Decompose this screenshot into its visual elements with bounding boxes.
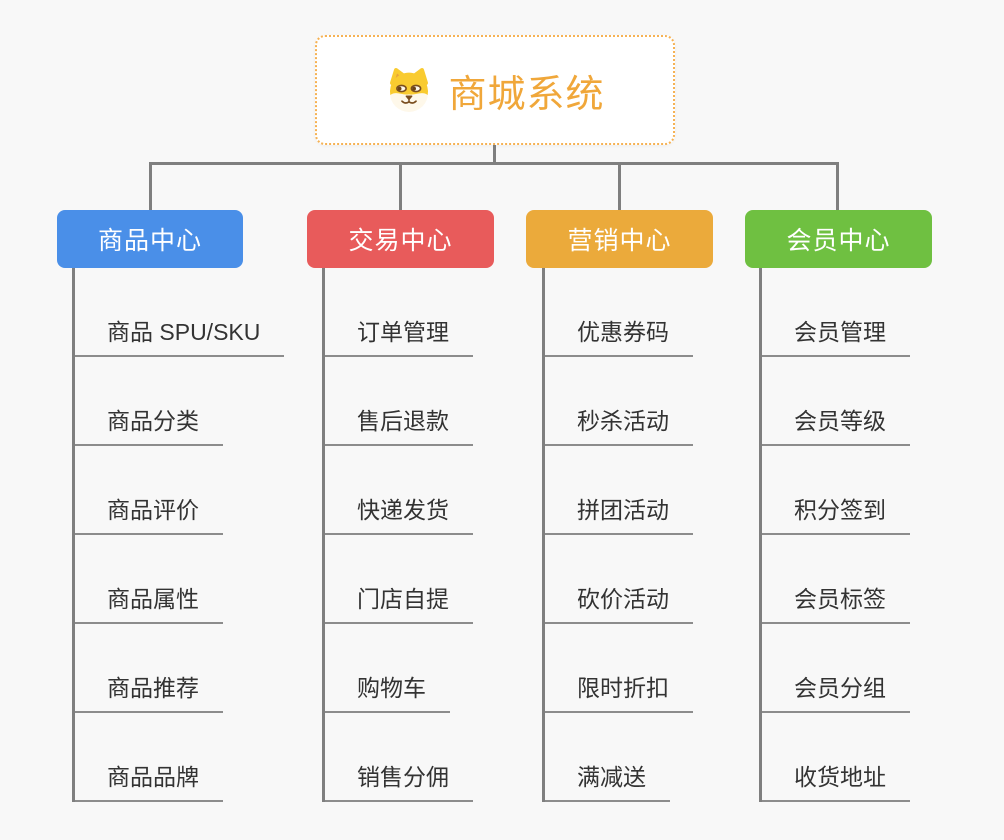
connector-stub-branch-3 xyxy=(618,162,621,210)
connector-horizontal-bar xyxy=(149,162,839,165)
branch-label: 交易中心 xyxy=(348,227,453,255)
subtopic-node[interactable]: 会员等级 xyxy=(762,406,910,446)
subtopic-node[interactable]: 拼团活动 xyxy=(545,495,693,535)
subtopic-node[interactable]: 商品推荐 xyxy=(75,673,223,713)
subtopic-node[interactable]: 收货地址 xyxy=(762,762,910,802)
subtopic-node[interactable]: 砍价活动 xyxy=(545,584,693,624)
branch-children-product-center: 商品 SPU/SKU 商品分类 商品评价 商品属性 商品推荐 商品品牌 xyxy=(72,268,312,802)
branch-node-product-center[interactable]: 商品中心 xyxy=(57,210,243,268)
subtopic-node[interactable]: 门店自提 xyxy=(325,584,473,624)
branch-children-member-center: 会员管理 会员等级 积分签到 会员标签 会员分组 收货地址 xyxy=(759,268,999,802)
branch-label: 商品中心 xyxy=(97,227,202,255)
root-topic-title: 商城系统 xyxy=(448,73,605,116)
subtopic-node[interactable]: 商品属性 xyxy=(75,584,223,624)
branch-node-member-center[interactable]: 会员中心 xyxy=(745,210,932,268)
branch-children-trade-center: 订单管理 售后退款 快递发货 门店自提 购物车 销售分佣 xyxy=(322,268,562,802)
root-topic-node[interactable]: 商城系统 xyxy=(315,35,675,145)
subtopic-node[interactable]: 满减送 xyxy=(545,762,670,802)
subtopic-node[interactable]: 快递发货 xyxy=(325,495,473,535)
subtopic-node[interactable]: 会员管理 xyxy=(762,317,910,357)
subtopic-node[interactable]: 商品品牌 xyxy=(75,762,223,802)
branch-label: 会员中心 xyxy=(786,227,891,255)
branch-label: 营销中心 xyxy=(567,227,672,255)
subtopic-node[interactable]: 限时折扣 xyxy=(545,673,693,713)
connector-stub-branch-2 xyxy=(399,162,402,210)
dog-face-icon xyxy=(390,68,429,112)
subtopic-node[interactable]: 商品评价 xyxy=(75,495,223,535)
subtopic-node[interactable]: 商品 SPU/SKU xyxy=(75,317,285,357)
subtopic-node[interactable]: 购物车 xyxy=(325,673,450,713)
connector-stub-branch-4 xyxy=(836,162,839,210)
connector-stub-branch-1 xyxy=(149,162,152,210)
subtopic-node[interactable]: 会员标签 xyxy=(762,584,910,624)
subtopic-node[interactable]: 售后退款 xyxy=(325,406,473,446)
branch-children-marketing-center: 优惠券码 秒杀活动 拼团活动 砍价活动 限时折扣 满减送 xyxy=(542,268,782,802)
subtopic-node[interactable]: 秒杀活动 xyxy=(545,406,693,446)
branch-node-marketing-center[interactable]: 营销中心 xyxy=(526,210,713,268)
subtopic-node[interactable]: 会员分组 xyxy=(762,673,910,713)
subtopic-node[interactable]: 订单管理 xyxy=(325,317,473,357)
subtopic-node[interactable]: 销售分佣 xyxy=(325,762,473,802)
subtopic-node[interactable]: 商品分类 xyxy=(75,406,223,446)
subtopic-node[interactable]: 优惠券码 xyxy=(545,317,693,357)
branch-node-trade-center[interactable]: 交易中心 xyxy=(307,210,494,268)
subtopic-node[interactable]: 积分签到 xyxy=(762,495,910,535)
connector-root-stem xyxy=(493,145,496,165)
